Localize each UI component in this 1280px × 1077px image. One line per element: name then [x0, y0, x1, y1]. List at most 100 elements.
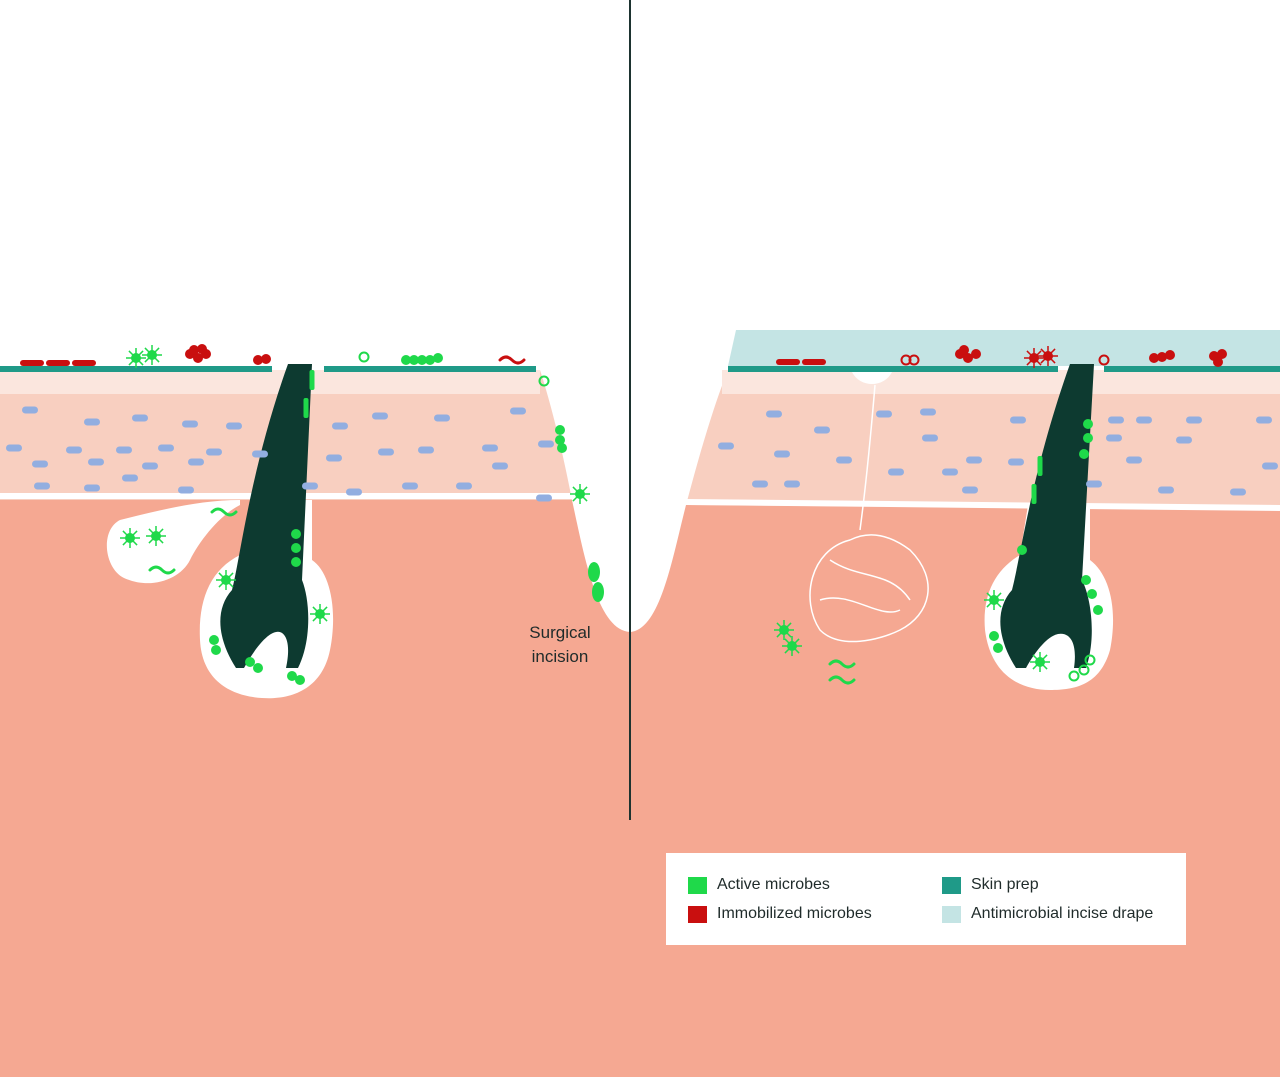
coccus-microbe: [417, 355, 427, 365]
legend-swatch-immobilized: [688, 905, 707, 923]
epidermal-cell: [326, 454, 342, 462]
epidermal-cell: [922, 434, 938, 442]
epidermal-cell: [122, 474, 138, 482]
rod-microbe: [72, 360, 96, 366]
hair-rod-microbe: [1031, 484, 1037, 504]
suture-thread: [809, 384, 929, 643]
coccus-microbe: [1083, 419, 1093, 429]
epidermal-cell: [492, 462, 508, 470]
coccus-microbe: [245, 657, 255, 667]
spiky-microbe: [216, 570, 236, 590]
epidermal-cell: [814, 426, 830, 434]
coccus-microbe: [555, 425, 565, 435]
left-hair-shaft: [220, 364, 312, 668]
epidermal-cell: [1256, 416, 1272, 424]
coccus-microbe: [291, 529, 301, 539]
epidermal-cell: [966, 456, 982, 464]
coccus-microbe: [555, 435, 565, 445]
spiky-microbe: [1038, 346, 1058, 366]
epidermal-cell: [6, 444, 22, 452]
ring-microbe: [1084, 654, 1096, 666]
epidermal-cell: [132, 414, 148, 422]
right-stratum-corneum: [722, 370, 1280, 394]
legend-swatch-active: [688, 876, 707, 894]
coccus-microbe: [1083, 433, 1093, 443]
spiky-microbe: [1030, 652, 1050, 672]
epidermal-cell: [1126, 456, 1142, 464]
spiral-microbe: [148, 565, 176, 575]
left-gland-pocket: [106, 500, 240, 584]
epidermal-cell: [1230, 488, 1246, 496]
coccus-microbe: [993, 643, 1003, 653]
epidermal-cell: [718, 442, 734, 450]
spiky-microbe: [1024, 348, 1044, 368]
spiral-microbe: [828, 675, 856, 685]
right-dermis: [630, 505, 1280, 1077]
epidermal-cell: [1086, 480, 1102, 488]
epidermal-cell: [158, 444, 174, 452]
rod-microbe: [776, 359, 800, 365]
ring-microbe: [358, 351, 370, 363]
spiky-microbe: [570, 484, 590, 504]
coccus-microbe: [295, 675, 305, 685]
epidermal-cell: [84, 418, 100, 426]
coccus-microbe: [1081, 575, 1091, 585]
legend-swatch-skin-prep: [942, 876, 961, 894]
capsule-microbe: [592, 582, 604, 602]
coccus-microbe: [989, 631, 999, 641]
epidermal-cell: [1008, 458, 1024, 466]
coccus-microbe: [409, 355, 419, 365]
epidermal-cell: [784, 480, 800, 488]
epidermal-cell: [226, 422, 242, 430]
epidermal-cell: [1010, 416, 1026, 424]
epidermal-cell: [252, 450, 268, 458]
epidermal-cell: [766, 410, 782, 418]
epidermal-cell: [752, 480, 768, 488]
skin-prep-right-a: [728, 366, 1058, 372]
capsule-microbe: [588, 562, 600, 582]
antimicrobial-incise-drape: [728, 330, 1280, 366]
spiky-microbe: [984, 590, 1004, 610]
epidermal-cell: [116, 446, 132, 454]
rod-microbe: [802, 359, 826, 365]
left-stratum-corneum: [0, 370, 540, 394]
microbes: [20, 344, 1227, 685]
coccus-microbe: [1165, 350, 1175, 360]
ring-microbe: [1098, 354, 1110, 366]
epidermal-cell: [1262, 462, 1278, 470]
spiky-microbe: [120, 528, 140, 548]
skin-prep-right-b: [1104, 366, 1280, 372]
left-dermis: [0, 500, 630, 1077]
ring-microbe: [908, 354, 920, 366]
ring-microbe: [538, 375, 550, 387]
epidermal-cell: [32, 460, 48, 468]
right-epidermis: [686, 370, 1280, 510]
epidermal-cell: [66, 446, 82, 454]
epidermal-cell: [418, 446, 434, 454]
coccus-microbe: [193, 353, 203, 363]
ring-microbe: [1068, 670, 1080, 682]
epidermal-cell: [836, 456, 852, 464]
spiral-microbe: [210, 507, 238, 517]
coccus-microbe: [557, 443, 567, 453]
coccus-microbe: [971, 349, 981, 359]
epidermal-cell: [332, 422, 348, 430]
epidermal-cell: [536, 494, 552, 502]
coccus-microbe: [287, 671, 297, 681]
coccus-microbe: [1093, 605, 1103, 615]
epidermal-cell: [942, 468, 958, 476]
legend-swatch-drape: [942, 905, 961, 923]
coccus-microbe: [1149, 353, 1159, 363]
legend-item-immobilized: Immobilized microbes: [688, 905, 872, 923]
coccus-microbe: [261, 354, 271, 364]
spiky-microbe: [774, 620, 794, 640]
legend-item-drape: Antimicrobial incise drape: [942, 905, 1153, 923]
spiky-microbe: [310, 604, 330, 624]
coccus-microbe: [959, 345, 969, 355]
epidermal-cell: [1158, 486, 1174, 494]
epidermal-cell: [182, 420, 198, 428]
coccus-microbe: [209, 635, 219, 645]
legend-label-active: Active microbes: [717, 876, 830, 893]
epidermal-cell: [372, 412, 388, 420]
epidermal-cell: [84, 484, 100, 492]
